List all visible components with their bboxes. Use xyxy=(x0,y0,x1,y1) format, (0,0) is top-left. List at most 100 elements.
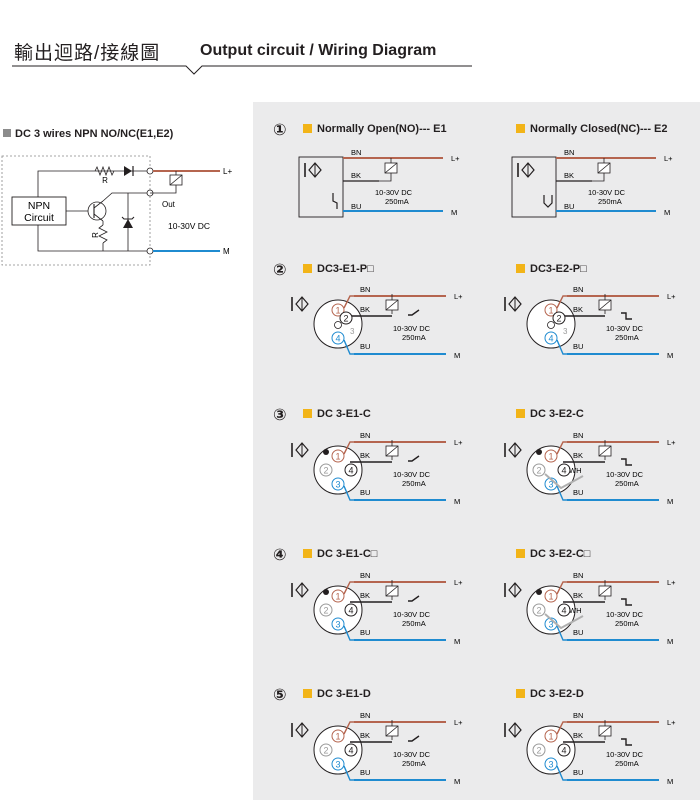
bu-label: BU xyxy=(360,342,370,351)
current-label: 250mA xyxy=(615,619,639,628)
bk-label: BK xyxy=(360,451,370,460)
bn-label: BN xyxy=(360,285,370,294)
pin-1-icon xyxy=(331,589,345,603)
pin-blank-icon xyxy=(547,321,555,329)
brown-lead xyxy=(556,721,567,735)
current-label: 250mA xyxy=(598,197,622,206)
pin-4-label: 4 xyxy=(335,334,340,344)
pin-1-label: 1 xyxy=(335,306,340,316)
current-label: 250mA xyxy=(615,479,639,488)
title-english: Output circuit / Wiring Diagram xyxy=(200,42,437,59)
connector-face-icon xyxy=(313,725,363,775)
connector-face-icon xyxy=(526,585,576,635)
pin-2-icon xyxy=(339,311,353,325)
pin-2-label: 2 xyxy=(323,466,328,476)
m-label: M xyxy=(454,497,460,506)
bu-label: BU xyxy=(360,628,370,637)
bk-label: BK xyxy=(573,591,583,600)
pin-2-label: 2 xyxy=(536,466,541,476)
pin-2-label: 2 xyxy=(343,314,348,324)
row-number-4: ④ xyxy=(273,547,287,564)
pin-3-label: 3 xyxy=(548,620,553,630)
brown-lead xyxy=(343,295,354,309)
connector-face-icon xyxy=(526,299,576,349)
sensor-diamond-icon xyxy=(295,296,309,312)
row5-right-title: DC 3-E2-D xyxy=(516,688,584,700)
npn-block-title: DC 3 wires NPN NO/NC(E1,E2) xyxy=(3,128,173,140)
pin-1-label: 1 xyxy=(335,732,340,742)
pin-4-icon xyxy=(344,743,358,757)
row2-right-title: DC3-E2-P□ xyxy=(516,263,587,275)
row3-right-title: DC 3-E2-C xyxy=(516,408,584,420)
pin-3-label: 3 xyxy=(335,620,340,630)
row4-left-title: DC 3-E1-C□ xyxy=(303,548,377,560)
lplus-label: L+ xyxy=(667,438,676,447)
pin-4-icon xyxy=(557,463,571,477)
brown-lead xyxy=(343,721,354,735)
transistor-icon xyxy=(87,201,107,221)
brown-lead xyxy=(343,441,354,455)
pin-1-label: 1 xyxy=(335,592,340,602)
pin-1-icon xyxy=(544,729,558,743)
no-switch-icon xyxy=(408,309,420,316)
m-label: M xyxy=(454,351,460,360)
yellow-square-icon xyxy=(516,124,525,133)
bn-label: BN xyxy=(360,711,370,720)
terminal-m-icon xyxy=(146,247,154,255)
m-label: M xyxy=(667,497,673,506)
current-label: 250mA xyxy=(615,759,639,768)
row3-left-title: DC 3-E1-C xyxy=(303,408,371,420)
pin-1-label: 1 xyxy=(548,452,553,462)
lplus-label: L+ xyxy=(223,167,232,176)
wh-label: WH xyxy=(569,466,582,475)
connector-key-icon xyxy=(323,589,329,595)
current-label: 250mA xyxy=(615,333,639,342)
bk-label: BK xyxy=(360,305,370,314)
voltage-label: 10-30V DC xyxy=(606,324,644,333)
row-number-3: ③ xyxy=(273,407,287,424)
pin-1-label: 1 xyxy=(548,306,553,316)
pin-blank-icon xyxy=(334,321,342,329)
lplus-label: L+ xyxy=(454,438,463,447)
pin-4-label: 4 xyxy=(348,466,353,476)
gray-square-icon xyxy=(3,129,11,137)
brown-lead xyxy=(556,581,567,595)
sensor-diamond-icon xyxy=(521,162,535,178)
m-label: M xyxy=(667,351,673,360)
row2-left-title: DC3-E1-P□ xyxy=(303,263,374,275)
lplus-label: L+ xyxy=(667,578,676,587)
white-wire xyxy=(544,473,584,490)
pin-1-icon xyxy=(331,449,345,463)
m-label: M xyxy=(667,777,673,786)
pin-4-icon xyxy=(344,463,358,477)
resistor-top-label: R xyxy=(102,176,108,185)
connector-face-icon xyxy=(526,445,576,495)
m-label: M xyxy=(664,208,670,217)
pin-2-icon xyxy=(532,743,546,757)
blue-lead xyxy=(556,339,567,355)
connector-face-icon xyxy=(313,585,363,635)
resistor-vertical-label: R xyxy=(91,232,100,238)
voltage-label: 10-30V DC xyxy=(393,324,431,333)
sensor-diamond-icon xyxy=(295,582,309,598)
relay-coil-icon xyxy=(598,585,612,597)
pin-2-icon xyxy=(532,603,546,617)
connector-face-icon xyxy=(526,725,576,775)
no-switch-icon xyxy=(408,735,420,742)
pin-2-label: 2 xyxy=(556,314,561,324)
brown-lead xyxy=(556,295,567,309)
current-label: 250mA xyxy=(402,479,426,488)
bu-label: BU xyxy=(360,768,370,777)
white-wire xyxy=(544,613,584,630)
m-label: M xyxy=(451,208,457,217)
pin-2-icon xyxy=(532,463,546,477)
pin-4-icon xyxy=(557,603,571,617)
m-label: M xyxy=(454,777,460,786)
connector-face-icon xyxy=(313,299,363,349)
relay-coil-icon xyxy=(385,585,399,597)
pin-2-label: 2 xyxy=(536,746,541,756)
pin-3-label: 3 xyxy=(335,480,340,490)
voltage-label: 10-30V DC xyxy=(606,750,644,759)
